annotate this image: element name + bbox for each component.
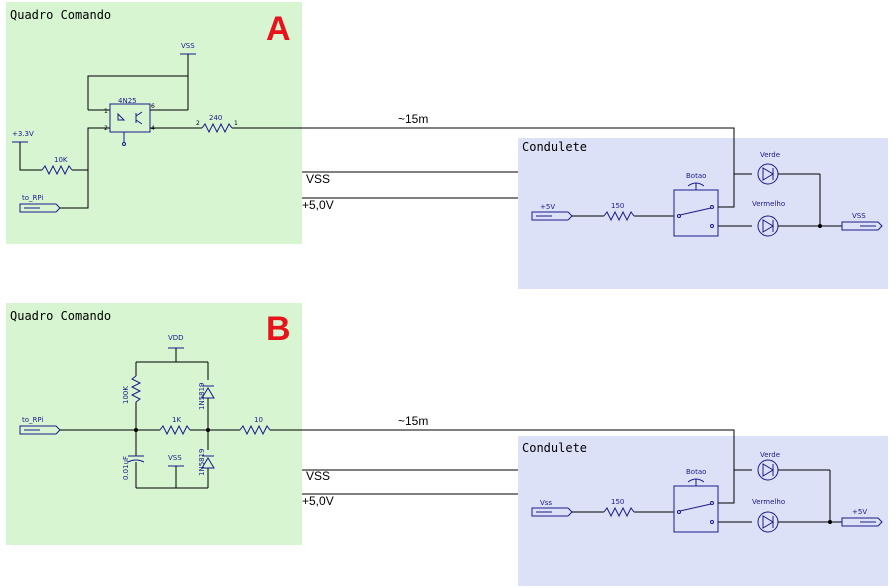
diode-bottom-label: 1N5819 (198, 448, 206, 476)
resistor-240-label: 240 (209, 114, 222, 122)
button-label-a: Botao (686, 172, 706, 180)
resistor-100k (130, 375, 142, 403)
led-green-a: Verde (757, 151, 780, 185)
led-red-label-b: Vermelho (752, 498, 785, 506)
resistor-1k (159, 424, 191, 436)
port-5v-label-a: +5V (540, 203, 555, 211)
port-5v-b: +5V (841, 508, 883, 527)
resistor-100k-label: 100K (122, 386, 130, 404)
resistor-10k (41, 164, 73, 176)
quadro-panel-b (6, 303, 302, 545)
supply-3v3-label: +3.3V (12, 130, 34, 138)
port-vss-b: Vss (531, 499, 573, 517)
condulete-panel-a (518, 138, 888, 289)
vdd-label: VDD (168, 334, 184, 342)
led-red-label-a: Vermelho (752, 200, 785, 208)
net-5v-a: +5,0V (302, 198, 334, 212)
svg-text:6: 6 (151, 103, 155, 110)
condulete-title-b: Condulete (522, 441, 587, 455)
resistor-150-label-a: 150 (611, 202, 624, 210)
port-to-rpi-label-b: to_RPi (22, 416, 43, 424)
port-vss-a: VSS (841, 212, 883, 231)
port-vss-label-a: VSS (852, 212, 866, 220)
quadro-panel-a (6, 2, 302, 244)
distance-label-b: ~15m (398, 414, 428, 428)
capacitor (127, 455, 145, 463)
net-vss-b: VSS (306, 469, 330, 483)
resistor-10-label: 10 (254, 416, 263, 424)
condulete-panel-b (518, 436, 888, 586)
svg-text:1: 1 (104, 108, 108, 115)
svg-text:1: 1 (234, 120, 238, 127)
port-to-rpi-a: to_RPi (19, 194, 61, 213)
port-vss-label-b: Vss (540, 499, 552, 507)
vss-supply-label-b: VSS (168, 454, 182, 462)
button-botao-b: Botao (673, 468, 719, 533)
svg-text:2: 2 (196, 120, 200, 127)
resistor-150-a (603, 210, 635, 222)
capacitor-label: 0.01uF (122, 456, 130, 480)
net-5v-b: +5,0V (302, 494, 334, 508)
optocoupler-label: 4N25 (118, 97, 137, 105)
led-green-label-b: Verde (760, 451, 780, 459)
port-to-rpi-b: to_RPi (19, 416, 61, 435)
quadro-title-b: Quadro Comando (10, 309, 111, 323)
letter-b: B (266, 310, 291, 348)
resistor-240 (201, 122, 233, 134)
condulete-title-a: Condulete (522, 140, 587, 154)
resistor-150-label-b: 150 (611, 498, 624, 506)
diode-top-label: 1N5819 (198, 382, 206, 410)
distance-label-a: ~15m (398, 112, 428, 126)
port-to-rpi-label-a: to_RPi (22, 194, 43, 202)
resistor-10 (239, 424, 271, 436)
resistor-1k-label: 1K (172, 416, 181, 424)
port-5v-label-b: +5V (852, 508, 867, 516)
resistor-150-b (603, 506, 635, 518)
button-botao-a: Botao (673, 172, 719, 237)
net-vss-a: VSS (306, 172, 330, 186)
led-green-label-a: Verde (760, 151, 780, 159)
letter-a: A (266, 10, 291, 48)
quadro-title-a: Quadro Comando (10, 8, 111, 22)
resistor-10k-label: 10K (54, 156, 68, 164)
vss-supply-label-a: VSS (181, 42, 195, 50)
port-5v-a: +5V (531, 203, 573, 221)
button-label-b: Botao (686, 468, 706, 476)
